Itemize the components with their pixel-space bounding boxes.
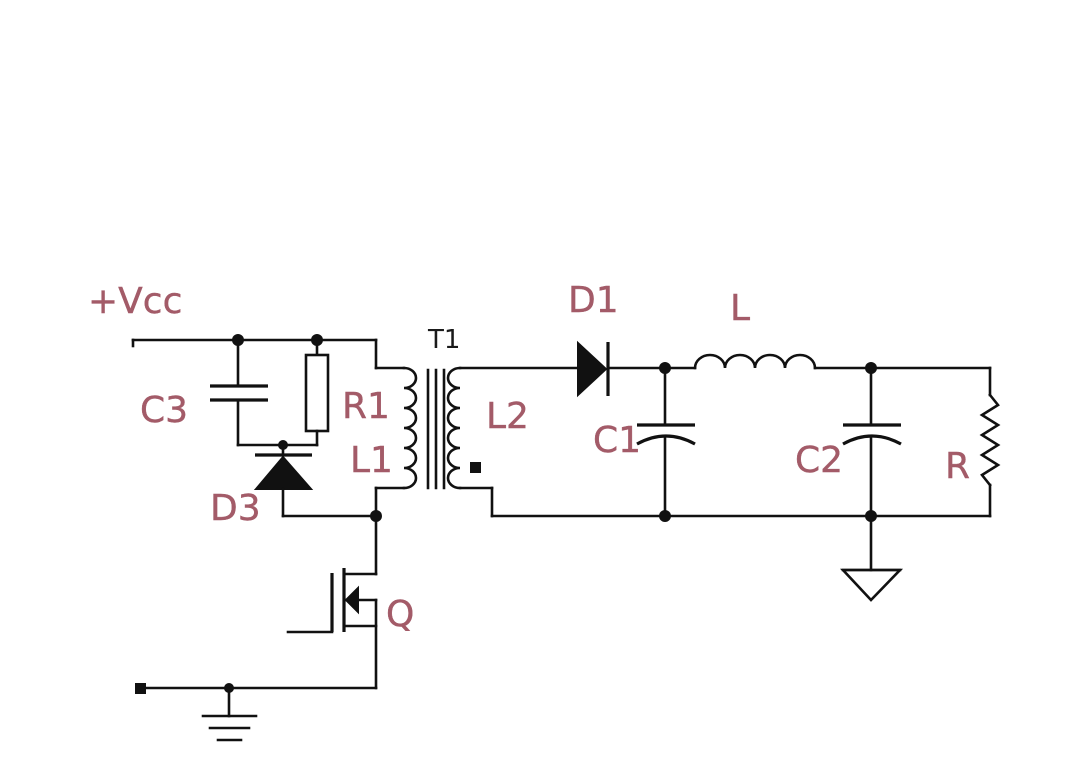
polarity-dot	[470, 462, 481, 473]
capacitor-c3	[210, 338, 268, 447]
label-r: R	[945, 446, 970, 487]
label-d3: D3	[210, 488, 261, 529]
inductor-l2-coil	[446, 366, 462, 490]
label-c3: C3	[140, 390, 188, 431]
output-ground-icon	[840, 514, 904, 602]
capacitor-c2	[842, 366, 902, 518]
inductor-l1-coil	[402, 366, 418, 490]
label-t1: T1	[427, 325, 460, 355]
resistor-r-load	[979, 366, 1001, 518]
ground-input-terminal	[135, 683, 146, 694]
label-l1: L1	[350, 440, 393, 481]
label-d1: D1	[568, 280, 619, 321]
label-vcc: +Vcc	[88, 281, 182, 322]
label-q: Q	[386, 594, 414, 635]
labels: +Vcc T1 D1 L C3 R1 L2 C1 L1 C2 R D3 Q	[88, 280, 970, 635]
label-c1: C1	[593, 420, 641, 461]
mosfet-q	[286, 514, 378, 690]
primary-ground-icon	[201, 686, 258, 742]
capacitor-c1	[636, 366, 696, 518]
secondary-side	[446, 340, 1001, 602]
diode-d1	[577, 340, 697, 398]
resistor-r1	[304, 338, 330, 447]
diode-d3	[253, 453, 314, 518]
junction-dots	[224, 334, 877, 693]
label-l2: L2	[486, 396, 529, 437]
label-r1: R1	[342, 386, 390, 427]
transformer-t1-core	[426, 368, 446, 490]
label-l: L	[730, 288, 750, 329]
inductor-l-coil	[693, 353, 817, 370]
label-c2: C2	[795, 440, 843, 481]
